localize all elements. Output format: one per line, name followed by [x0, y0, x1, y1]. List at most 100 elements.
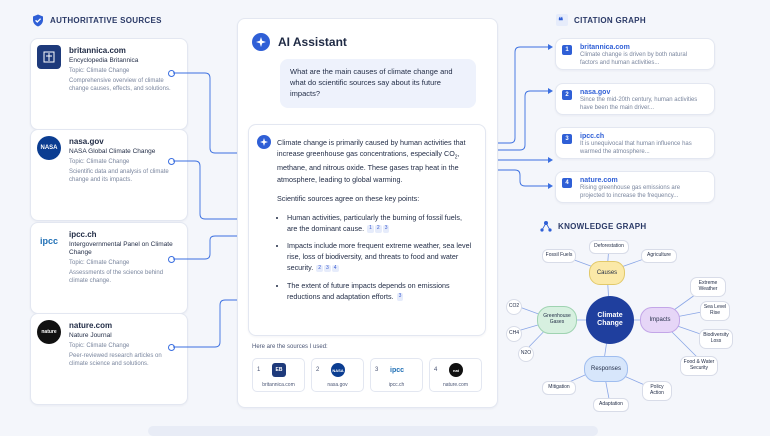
citation-snippet: Climate change is driven by both natural…	[580, 52, 688, 66]
graph-nodes-icon	[540, 220, 552, 232]
connector-dot	[168, 70, 175, 77]
answer-bullet: Impacts include more frequent extreme we…	[287, 240, 472, 273]
shield-check-icon	[32, 14, 44, 27]
citation-card[interactable]: 4 nature.com Rising greenhouse gas emiss…	[555, 171, 715, 203]
source-description: Scientific data and analysis of climate …	[69, 169, 169, 184]
citation-chip[interactable]: 2	[374, 225, 382, 233]
tile-number: 3	[375, 367, 379, 373]
citation-chip[interactable]: 3	[324, 264, 331, 273]
answer-bullet: The extent of future impacts depends on …	[287, 280, 472, 302]
source-tile[interactable]: 3 ipcc ipcc.ch	[370, 358, 423, 392]
tile-number: 1	[257, 367, 261, 373]
sparkle-icon	[257, 135, 271, 149]
kg-leaf[interactable]: Agriculture	[641, 249, 677, 263]
sources-used-label: Here are the sources I used:	[252, 344, 328, 350]
tile-label: nasa.gov	[327, 382, 348, 388]
ipcc-logo-icon: ipcc	[390, 363, 404, 377]
citation-chip[interactable]: 4	[331, 264, 339, 273]
tile-label: ipcc.ch	[388, 382, 405, 388]
svg-text:❝: ❝	[558, 16, 563, 26]
kg-leaf[interactable]: N2O	[518, 346, 534, 362]
source-card-britannica[interactable]: britannica.com Encyclopedia Britannica T…	[30, 38, 188, 130]
kg-leaf[interactable]: Extreme Weather	[690, 277, 726, 297]
source-tile[interactable]: 4 nat nature.com	[429, 358, 482, 392]
source-tiles: 1 EB britannica.com 2 NASA nasa.gov 3 ip…	[252, 358, 482, 392]
kg-leaf[interactable]: Biodiversity Loss	[699, 329, 733, 349]
answer-paragraph: Climate change is primarily caused by hu…	[277, 138, 466, 184]
nature-logo-icon: nature	[37, 320, 61, 344]
connector-dot	[168, 256, 175, 263]
citation-domain[interactable]: nasa.gov	[580, 89, 611, 96]
kg-node-greenhouse-gases[interactable]: Greenhouse Gases	[537, 306, 577, 334]
citation-domain[interactable]: ipcc.ch	[580, 133, 605, 140]
citation-graph-title: CITATION GRAPH	[574, 15, 646, 25]
tile-label: nature.com	[442, 382, 468, 388]
sparkle-icon	[252, 33, 270, 51]
source-domain[interactable]: nasa.gov	[69, 137, 104, 146]
kg-leaf[interactable]: CO2	[506, 299, 522, 315]
citation-chip[interactable]: 2	[316, 264, 324, 273]
citation-graph-title-row: ❝ CITATION GRAPH	[556, 14, 646, 26]
citation-card[interactable]: 3 ipcc.ch It is unequivocal that human i…	[555, 127, 715, 159]
kg-node-impacts[interactable]: Impacts	[640, 307, 680, 333]
sources-panel-title-row: AUTHORITATIVE SOURCES	[32, 14, 162, 27]
assistant-answer-card: Climate change is primarily caused by hu…	[248, 124, 486, 336]
ipcc-logo-icon: ipcc	[37, 229, 61, 253]
source-name: Encyclopedia Britannica	[69, 57, 139, 64]
kg-leaf[interactable]: CH4	[506, 326, 522, 342]
citation-card[interactable]: 2 nasa.gov Since the mid-20th century, h…	[555, 83, 715, 115]
source-domain[interactable]: britannica.com	[69, 46, 126, 55]
britannica-logo-icon: EB	[272, 363, 286, 377]
kg-node-responses[interactable]: Responses	[584, 356, 628, 382]
knowledge-graph-title-row: KNOWLEDGE GRAPH	[540, 220, 647, 232]
connector-line	[173, 72, 248, 154]
source-tile[interactable]: 1 EB britannica.com	[252, 358, 305, 392]
source-name: Nature Journal	[69, 332, 112, 339]
kg-leaf[interactable]: Deforestation	[589, 240, 629, 254]
citation-chip[interactable]: 1	[367, 225, 374, 233]
source-card-ipcc[interactable]: ipcc ipcc.ch Intergovernmental Panel on …	[30, 222, 188, 314]
bottom-input-bar[interactable]	[148, 426, 598, 436]
answer-paragraph: Scientific sources agree on these key po…	[277, 193, 420, 203]
source-card-nature[interactable]: nature nature.com Nature Journal Topic: …	[30, 313, 188, 405]
source-description: Comprehensive overview of climate change…	[69, 78, 171, 93]
kg-leaf[interactable]: Adaptation	[593, 398, 629, 412]
citation-number: 2	[562, 90, 572, 100]
citation-domain[interactable]: britannica.com	[580, 44, 630, 51]
connector-dot	[168, 344, 175, 351]
kg-node-causes[interactable]: Causes	[589, 261, 625, 285]
source-tile[interactable]: 2 NASA nasa.gov	[311, 358, 364, 392]
citation-chip[interactable]: 3	[382, 225, 390, 233]
kg-leaf[interactable]: Policy Action	[642, 381, 672, 401]
source-name: Intergovernmental Panel on Climate Chang…	[69, 241, 173, 257]
citation-card[interactable]: 1 britannica.com Climate change is drive…	[555, 38, 715, 70]
kg-leaf[interactable]: Fossil Fuels	[542, 249, 576, 263]
assistant-title: AI Assistant	[278, 35, 347, 49]
user-question-bubble: What are the main causes of climate chan…	[280, 59, 476, 108]
connector-line	[173, 299, 248, 348]
connector-line	[173, 235, 248, 260]
kg-leaf[interactable]: Food & Water Security	[680, 356, 718, 376]
source-topic: Topic: Climate Change	[69, 343, 130, 350]
source-description: Peer-reviewed research articles on clima…	[69, 353, 162, 368]
ai-assistant-panel: AI Assistant What are the main causes of…	[237, 18, 498, 408]
source-domain[interactable]: nature.com	[69, 321, 113, 330]
source-card-nasa[interactable]: NASA nasa.gov NASA Global Climate Change…	[30, 129, 188, 221]
citation-domain[interactable]: nature.com	[580, 177, 618, 184]
kg-node-center[interactable]: Climate Change	[586, 296, 634, 344]
source-domain[interactable]: ipcc.ch	[69, 230, 97, 239]
source-topic: Topic: Climate Change	[69, 68, 130, 75]
kg-leaf[interactable]: Mitigation	[542, 381, 576, 395]
citation-chip[interactable]: 3	[396, 292, 404, 301]
citation-snippet: Since the mid-20th century, human activi…	[580, 97, 698, 111]
citation-snippet: Rising greenhouse gas emissions are proj…	[580, 185, 681, 199]
citation-snippet: It is unequivocal that human influence h…	[580, 141, 692, 155]
tile-label: britannica.com	[262, 382, 295, 388]
kg-leaf[interactable]: Sea Level Rise	[700, 301, 730, 321]
source-topic: Topic: Climate Change	[69, 260, 130, 267]
tile-number: 4	[434, 367, 438, 373]
answer-text: Climate change is primarily caused by hu…	[277, 137, 472, 308]
nature-logo-icon: nat	[449, 363, 463, 377]
quote-icon: ❝	[556, 14, 568, 26]
sources-panel-title: AUTHORITATIVE SOURCES	[50, 16, 162, 25]
